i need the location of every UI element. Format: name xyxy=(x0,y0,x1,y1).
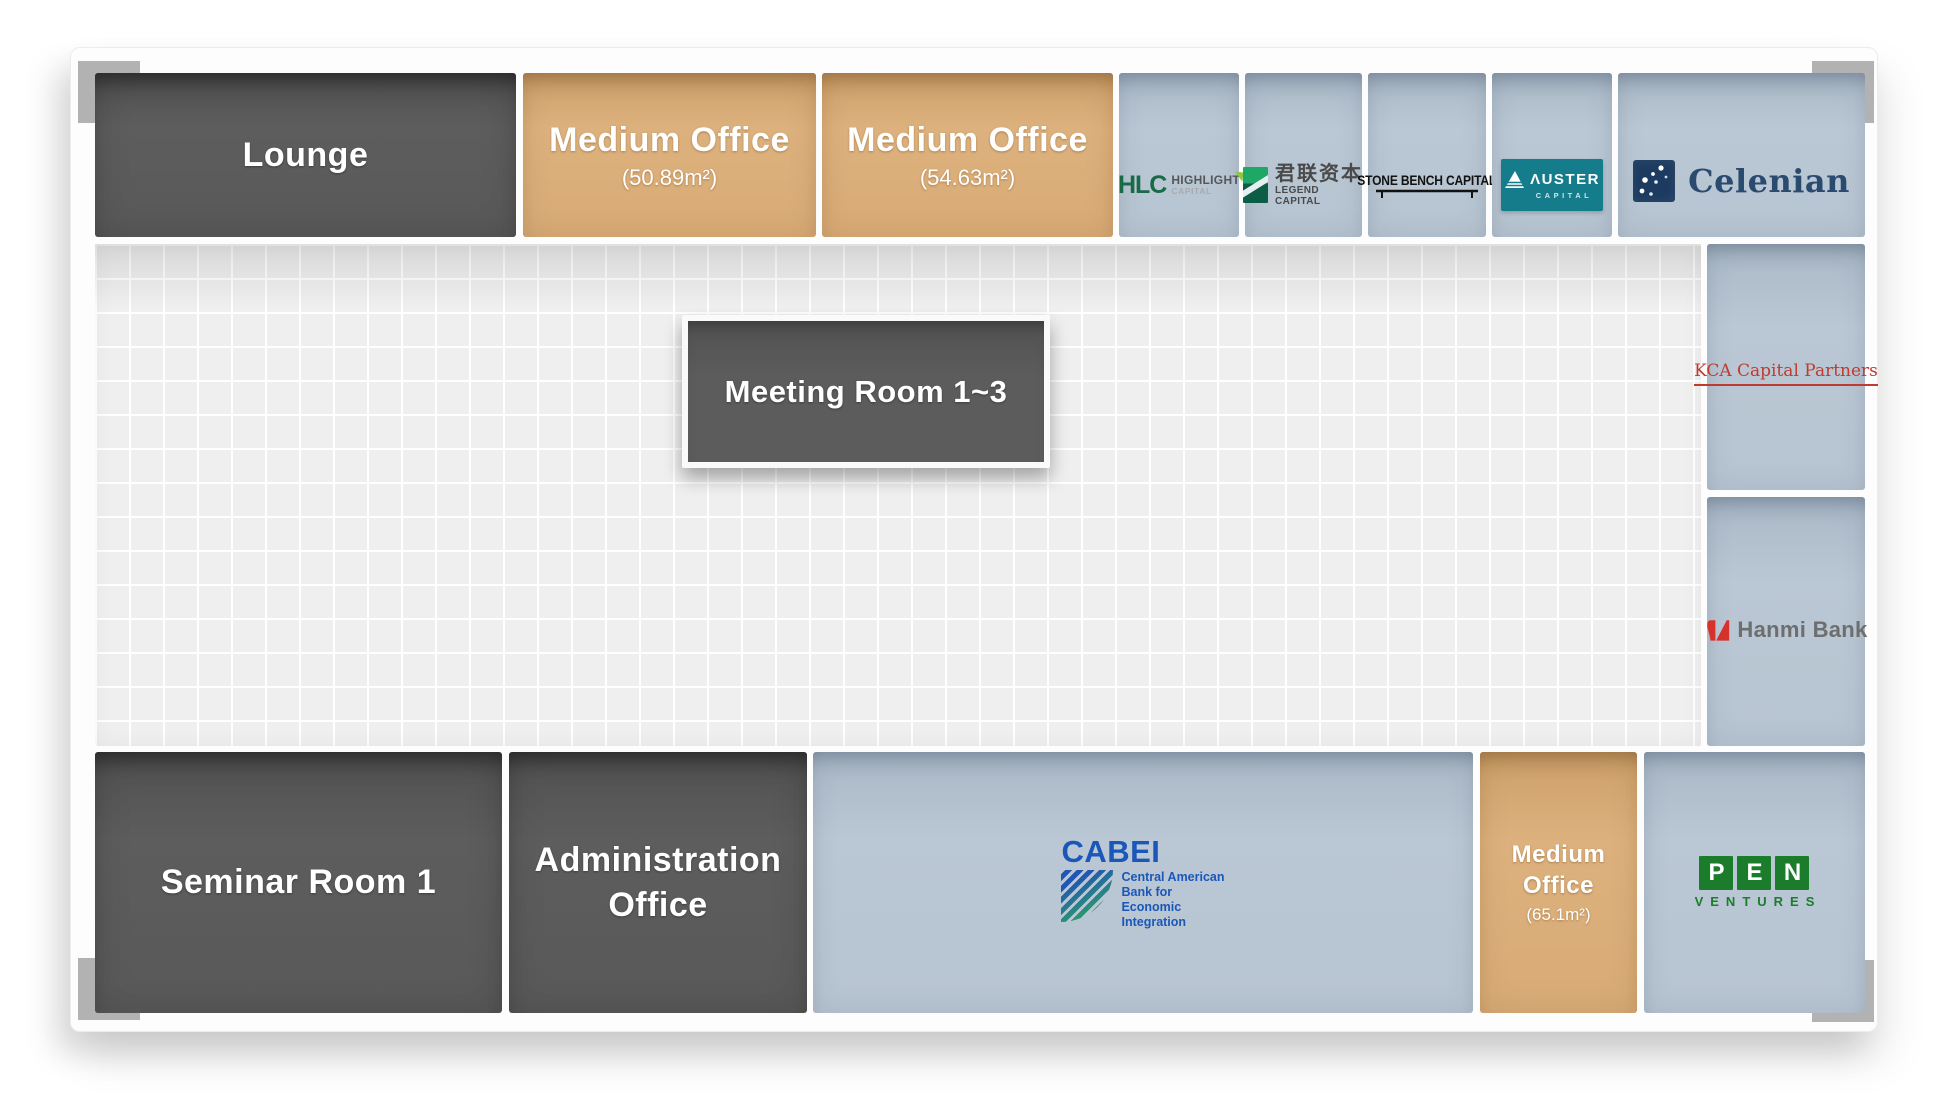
room-admin-label: Administration Office xyxy=(534,841,782,924)
hanmi-bank-icon xyxy=(1707,619,1730,641)
room-seminar-label: Seminar Room 1 xyxy=(160,863,437,902)
tenant-celenian: Celenian xyxy=(1618,73,1865,237)
room-meeting-label: Meeting Room 1~3 xyxy=(724,373,1008,409)
tenant-legend-capital: 君联资本 LEGEND CAPITAL xyxy=(1243,73,1364,237)
pen-ventures-name: VENTURES xyxy=(1694,894,1822,909)
room-seminar-1: Seminar Room 1 xyxy=(95,752,502,1013)
tenant-highlight-capital: HLC HIGHLIGHT CAPITAL xyxy=(1117,73,1244,237)
celenian-name: Celenian xyxy=(1688,162,1850,200)
pen-square-n: N xyxy=(1775,856,1810,890)
open-area: Meeting Room 1~3 xyxy=(95,244,1701,746)
tenant-stone-bench-capital: STONE BENCH CAPITAL xyxy=(1358,73,1497,237)
stone-bench-name: STONE BENCH CAPITAL xyxy=(1357,172,1497,188)
floor-plate: Lounge Medium Office (50.89m²) Medium Of… xyxy=(70,47,1878,1032)
tenant-pen-ventures: P E N VENTURES xyxy=(1644,752,1865,1013)
pen-square-e: E xyxy=(1737,856,1772,890)
auster-mountain-icon xyxy=(1505,171,1525,188)
tenant-cabei: CABEI Central American Bank for Economic… xyxy=(813,752,1473,1013)
auster-name: ΛUSTER xyxy=(1530,171,1600,188)
cabei-tagline: Central American Bank for Economic Integ… xyxy=(1121,869,1225,929)
kca-name: KCA Capital Partners xyxy=(1694,361,1878,386)
room-medium-office-1: Medium Office (50.89m²) xyxy=(523,73,816,237)
room-meeting-1-3: Meeting Room 1~3 xyxy=(682,315,1050,468)
pen-ventures-logo: P E N VENTURES xyxy=(1688,856,1822,909)
room-lounge: Lounge xyxy=(95,73,516,237)
room-medium-office-2: Medium Office (54.63m²) xyxy=(822,73,1113,237)
highlight-capital-logo: HLC HIGHLIGHT CAPITAL xyxy=(1117,170,1244,200)
hlc-abbr: HLC xyxy=(1117,170,1167,199)
cabei-abbr: CABEI xyxy=(1061,833,1161,869)
cabei-logo: CABEI Central American Bank for Economic… xyxy=(1061,833,1225,930)
pen-letter-squares: P E N xyxy=(1699,856,1810,890)
legend-capital-icon xyxy=(1243,167,1268,203)
room-medium-office-1-area: (50.89m²) xyxy=(621,164,718,190)
room-medium-office-3: Medium Office (65.1m²) xyxy=(1480,752,1637,1013)
pen-square-p: P xyxy=(1699,856,1734,890)
hanmi-name: Hanmi Bank xyxy=(1737,616,1868,642)
hlc-division: CAPITAL xyxy=(1171,186,1212,197)
celenian-logo: Celenian xyxy=(1633,160,1850,202)
auster-capital-logo: ΛUSTER CAPITAL xyxy=(1501,159,1603,211)
hlc-name: HIGHLIGHT xyxy=(1171,173,1241,188)
room-administration-office: Administration Office xyxy=(509,752,807,1013)
bench-icon xyxy=(1376,189,1478,198)
tenant-kca-capital-partners: KCA Capital Partners xyxy=(1694,244,1878,490)
celenian-stars-icon xyxy=(1633,160,1676,202)
tenant-hanmi-bank: Hanmi Bank xyxy=(1704,497,1867,746)
auster-division: CAPITAL xyxy=(1535,191,1593,200)
room-medium-office-3-label: Medium Office (65.1m²) xyxy=(1480,839,1637,925)
stone-bench-capital-logo: STONE BENCH CAPITAL xyxy=(1346,172,1507,198)
tenant-auster-capital: ΛUSTER CAPITAL xyxy=(1492,73,1612,237)
cabei-fan-icon xyxy=(1061,869,1114,922)
legend-capital-logo: 君联资本 LEGEND CAPITAL xyxy=(1243,163,1364,207)
legend-name-cn: 君联资本 xyxy=(1274,163,1363,185)
room-lounge-label: Lounge xyxy=(242,135,369,174)
legend-name-en: LEGEND CAPITAL xyxy=(1274,185,1321,207)
room-medium-office-1-label: Medium Office (50.89m²) xyxy=(549,118,790,193)
room-medium-office-2-label: Medium Office (54.63m²) xyxy=(847,118,1088,193)
room-medium-office-2-area: (54.63m²) xyxy=(919,164,1016,190)
hanmi-bank-logo: Hanmi Bank xyxy=(1704,616,1867,644)
room-medium-office-3-area: (65.1m²) xyxy=(1526,904,1591,924)
